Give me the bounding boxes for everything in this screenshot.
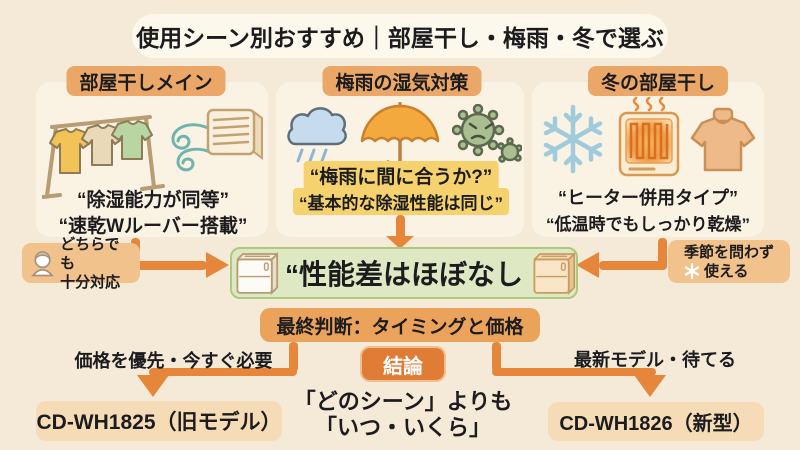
branch-left-horizontal — [149, 368, 297, 376]
callout-left-line2: 十分対応 — [60, 273, 121, 291]
panel-winter-header: 冬の部屋干し — [587, 66, 729, 96]
branch-left-vertical — [289, 342, 298, 372]
model-old-box: CD-WH1825（旧モデル） — [36, 401, 282, 441]
rain-cloud-icon — [287, 107, 347, 163]
performance-band-text: “性能差はほぼなし — [284, 259, 523, 290]
branch-right-head — [634, 375, 666, 397]
quote-winter-1: “ヒーター併用タイプ” — [558, 188, 738, 208]
quote-rainy-2: “基本的な除湿性能は同じ” — [293, 188, 509, 215]
callout-either-works: どちらでも 十分対応 — [22, 236, 140, 291]
wind-icon — [171, 123, 211, 172]
mold-icon — [452, 104, 522, 163]
branch-right-vertical — [492, 342, 501, 372]
air-louver-icon — [206, 108, 263, 160]
heater-icon — [618, 96, 680, 177]
dehumidifier-white-icon — [236, 251, 279, 295]
branch-left-label: 価格を優先・今すぐ必要 — [74, 351, 273, 371]
arrow-middle-to-band-head — [386, 236, 414, 249]
person-icon — [31, 251, 55, 277]
callout-all-seasons: 季節を問わず 使える — [668, 240, 790, 283]
dehumidifier-beige-icon — [533, 251, 576, 295]
branch-right-horizontal — [492, 368, 656, 376]
page-title: 使用シーン別おすすめ｜部屋干し・梅雨・冬で選ぶ — [132, 14, 668, 58]
quote-room-drying-1: “除湿能力が同等” — [76, 190, 230, 211]
arrow-left-to-band-horizontal — [131, 261, 207, 270]
arrow-middle-to-band-line — [396, 215, 405, 239]
model-new-box: CD-WH1826（新型） — [548, 402, 764, 441]
branch-left-head — [137, 375, 169, 397]
quote-rainy-1: “梅雨に間に合うか?” — [303, 161, 499, 190]
callout-left-line1: どちらでも — [60, 235, 120, 272]
arrow-right-to-band-head — [576, 252, 599, 278]
quote-room-drying-2: “速乾Wルーバー搭載” — [58, 216, 248, 237]
snowflake-icon — [543, 104, 603, 174]
arrow-right-to-band-vertical — [658, 238, 667, 268]
branch-right-label: 最新モデル・待てる — [574, 350, 736, 370]
sweater-icon — [690, 107, 756, 172]
conclusion-line1: 「どのシーン」よりも — [293, 389, 513, 414]
panel-room-drying-header: 部屋干しメイン — [66, 66, 226, 96]
callout-right-line1: 季節を問わず — [683, 243, 774, 261]
quote-winter-2: “低温時でもしっかり乾燥” — [546, 215, 750, 234]
arrow-left-to-band-head — [206, 252, 229, 278]
conclusion-badge: 結論 — [360, 346, 446, 382]
clothes-rack-icon — [42, 115, 165, 199]
callout-right-line2: 使える — [703, 262, 749, 280]
conclusion-line2: 「いつ・いくら」 — [314, 415, 492, 440]
arrow-right-to-band-horizontal — [599, 261, 667, 270]
final-decision-bar: 最終判断：タイミングと価格 — [260, 308, 540, 342]
snowflake-small-icon — [684, 263, 700, 279]
panel-rainy-season-header: 梅雨の湿気対策 — [322, 66, 482, 96]
performance-band: “性能差はほぼなし — [230, 247, 578, 299]
